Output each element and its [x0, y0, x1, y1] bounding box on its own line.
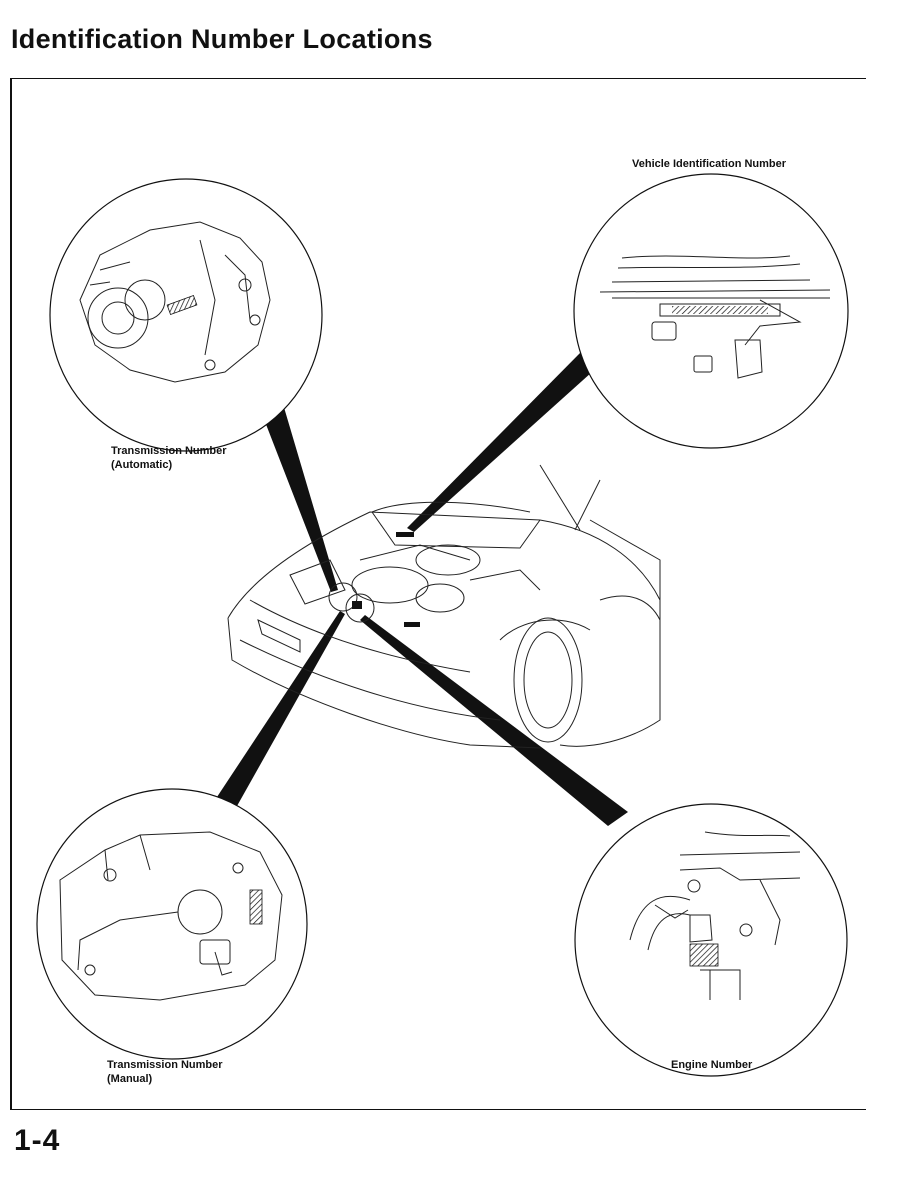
diagram-frame	[10, 78, 868, 1110]
trans-auto-number-mark	[166, 295, 198, 315]
label-trans-manual-line2: (Manual)	[107, 1073, 153, 1085]
label-trans-auto-line1: Transmission Number	[111, 445, 227, 457]
page-number: 1-4	[14, 1124, 61, 1157]
label-trans-auto: Transmission Number (Automatic)	[111, 444, 227, 472]
vin-sketch	[599, 255, 831, 379]
label-trans-auto-line2: (Automatic)	[111, 459, 173, 471]
leader-trans-auto	[262, 404, 338, 592]
leader-wedges	[215, 352, 628, 826]
bottom-rule	[10, 1109, 866, 1110]
label-engine: Engine Number	[671, 1058, 752, 1072]
trans-manual-sketch	[59, 831, 283, 1001]
page-title: Identification Number Locations	[11, 24, 433, 54]
label-vin-text: Vehicle Identification Number	[632, 158, 787, 170]
car-id-marks	[352, 532, 420, 627]
trans-auto-sketch	[79, 221, 271, 383]
label-vin: Vehicle Identification Number	[632, 157, 786, 171]
circle-trans-manual	[36, 788, 308, 1060]
trans-manual-number-mark	[249, 889, 263, 925]
leader-trans-manual	[215, 611, 345, 806]
engine-sketch	[629, 831, 801, 1000]
car-illustration	[227, 464, 661, 749]
leader-vin	[407, 352, 592, 532]
label-trans-manual-line1: Transmission Number	[107, 1059, 223, 1071]
circle-trans-auto	[49, 178, 323, 452]
leader-engine	[360, 615, 628, 826]
label-engine-text: Engine Number	[671, 1059, 753, 1071]
label-trans-manual: Transmission Number (Manual)	[107, 1058, 223, 1086]
detail-circles	[36, 173, 849, 1077]
top-rule	[10, 78, 866, 79]
engine-number-mark	[689, 943, 719, 967]
vin-plate-mark	[672, 306, 768, 314]
